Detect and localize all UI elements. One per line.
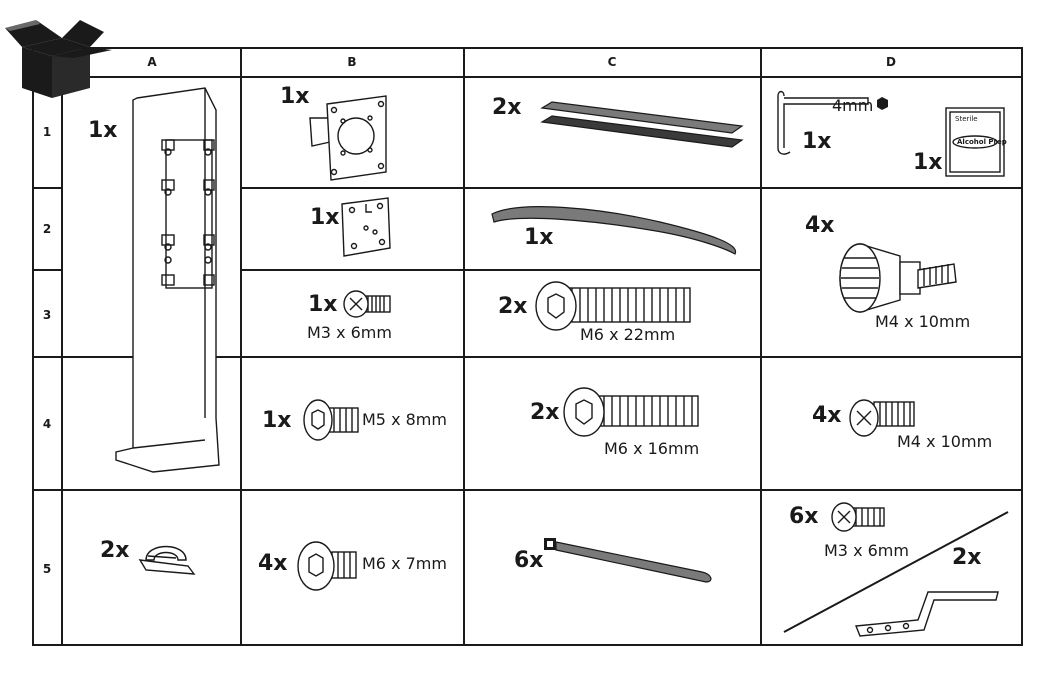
- qty-c1: 2x: [492, 95, 522, 120]
- row-header-1: 1: [42, 125, 52, 139]
- qty-c5: 6x: [514, 548, 544, 573]
- table-frame: [32, 47, 1023, 646]
- size-d5-screw: M3 x 6mm: [824, 541, 909, 560]
- qty-thumbscrew: 4x: [805, 213, 835, 238]
- screw-m3x6: [343, 290, 391, 318]
- row-header-3: 3: [42, 308, 52, 322]
- vesa-plate: [309, 95, 387, 181]
- qty-a5: 2x: [100, 538, 130, 563]
- size-thumbscrew: M4 x 10mm: [875, 312, 971, 331]
- qty-z-bracket: 2x: [952, 545, 982, 570]
- mounting-column-bracket: [115, 87, 220, 473]
- qty-b1: 1x: [280, 84, 310, 109]
- cable-clip: [138, 545, 196, 575]
- row-header-5: 5: [42, 562, 52, 576]
- qty-alcohol-wipe: 1x: [913, 150, 943, 175]
- thumbscrew: [839, 243, 957, 313]
- adapter-plate: [341, 197, 391, 257]
- column-header-b: B: [347, 55, 357, 69]
- size-d4: M4 x 10mm: [897, 432, 993, 451]
- alcohol-prep-wipe: [945, 107, 1005, 177]
- column-header-c: C: [607, 55, 617, 69]
- size-c4: M6 x 16mm: [604, 439, 700, 458]
- size-b3: M3 x 6mm: [307, 323, 392, 342]
- qty-d5-screw: 6x: [789, 504, 819, 529]
- qty-b2: 1x: [310, 205, 340, 230]
- size-hex-key: 4mm: [832, 96, 874, 115]
- adhesive-strips: [540, 101, 744, 148]
- screw-m4x10-phillips: [849, 399, 915, 437]
- column-header-d: D: [886, 55, 896, 69]
- qty-a1: 1x: [88, 118, 118, 143]
- screw-m5x8: [303, 399, 359, 441]
- qty-c2: 1x: [524, 225, 554, 250]
- column-header-a: A: [147, 55, 157, 69]
- screw-m6x7: [297, 541, 357, 591]
- open-box-icon: [5, 20, 112, 98]
- qty-hex-key: 1x: [802, 129, 832, 154]
- qty-b4: 1x: [262, 408, 292, 433]
- qty-b5: 4x: [258, 551, 288, 576]
- row-header-4: 4: [42, 417, 52, 431]
- wipe-sterile-text: Sterile: [955, 115, 978, 123]
- qty-c4: 2x: [530, 400, 560, 425]
- cable-cover-strap: [491, 206, 737, 255]
- z-bracket: [855, 591, 999, 637]
- size-b4: M5 x 8mm: [362, 410, 447, 429]
- qty-d4: 4x: [812, 403, 842, 428]
- row-header-2: 2: [42, 222, 52, 236]
- screw-m6x16: [563, 387, 699, 437]
- screw-m6x22: [535, 281, 691, 331]
- qty-c3: 2x: [498, 294, 528, 319]
- size-b5: M6 x 7mm: [362, 554, 447, 573]
- diagonal-separator: [783, 511, 1009, 633]
- qty-b3: 1x: [308, 292, 338, 317]
- wipe-alcohol-prep-text: Alcohol Prep: [957, 138, 1007, 146]
- cable-tie: [544, 538, 712, 583]
- size-c3: M6 x 22mm: [580, 325, 676, 344]
- screw-m3x6-d5: [831, 502, 885, 532]
- hex-key: [777, 90, 888, 155]
